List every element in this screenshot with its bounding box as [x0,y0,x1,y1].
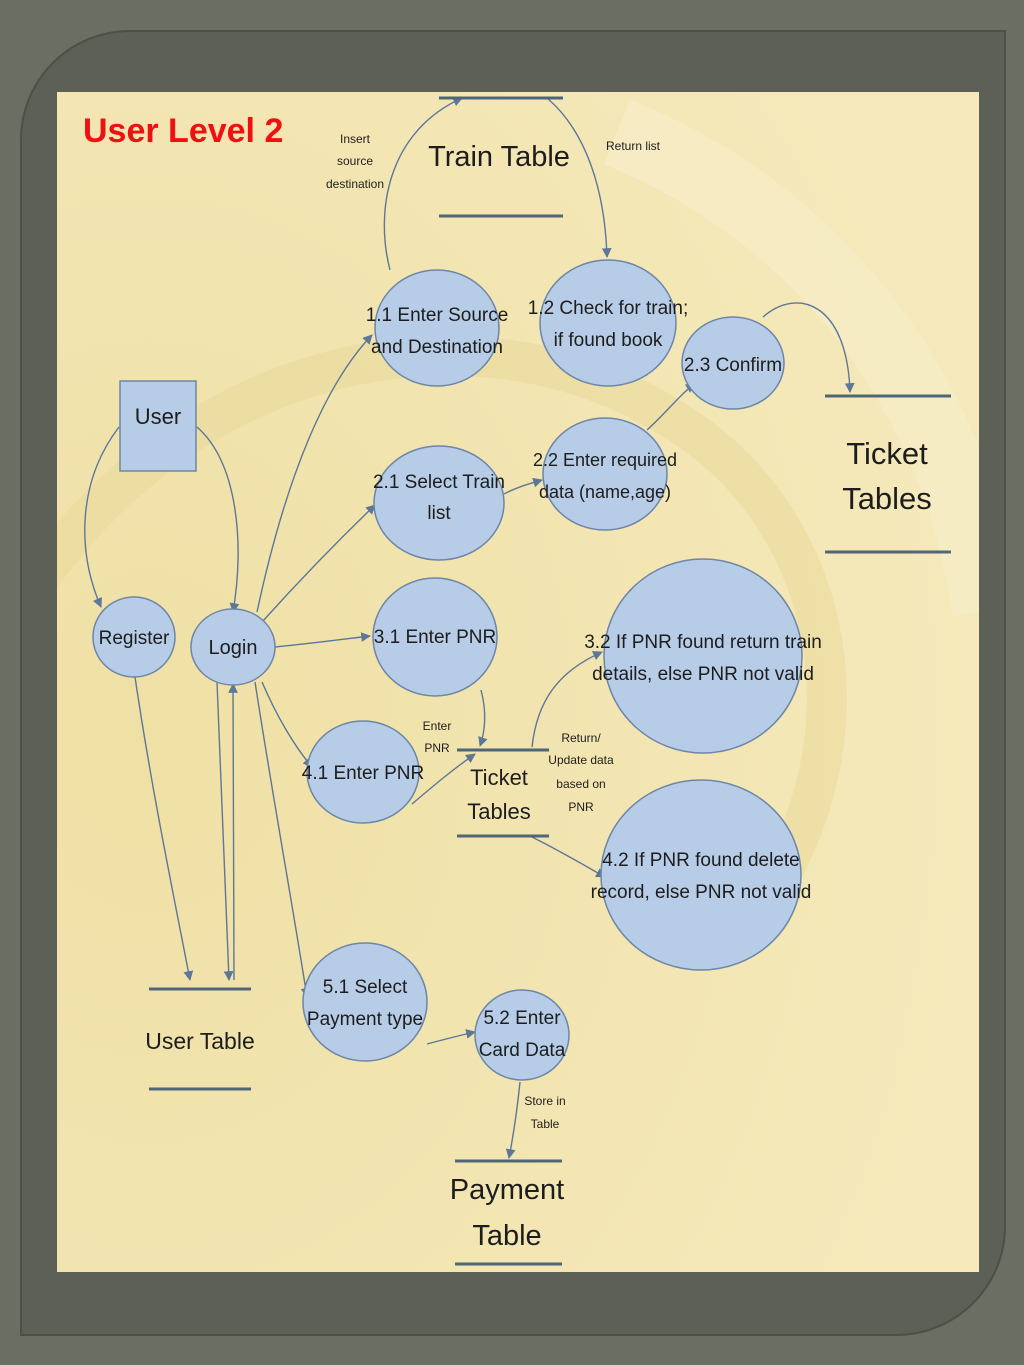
svg-text:Return list: Return list [606,139,661,153]
entity-user-label: User [135,404,181,429]
store-ticket-right-line1: Ticket [846,436,928,471]
svg-text:PNR: PNR [424,741,450,755]
process-4-2[interactable]: 4.2 If PNR found delete record, else PNR… [591,779,812,971]
store-ticket-tables-center[interactable]: Ticket Tables [457,748,549,838]
background-swirl-2 [603,99,979,617]
process-2-1[interactable]: 2.1 Select Train list [373,445,505,561]
flow-register-usertable [134,676,194,981]
store-ticket-right-line2: Tables [842,481,932,516]
flow-insert [383,97,463,271]
store-train-label: Train Table [428,141,570,173]
process-register-label: Register [99,628,170,649]
store-train-table[interactable]: Train Table [428,96,570,218]
process-5-1-line2: Payment type [307,1009,423,1030]
process-4-1[interactable]: 4.1 Enter PNR [302,720,425,824]
flow-arrows [84,97,855,1159]
process-5-2-line2: Card Data [479,1040,566,1061]
process-2-1-line2: list [427,503,451,524]
svg-text:source: source [337,154,373,168]
svg-text:Update data: Update data [548,753,614,767]
flow-23-ticket [762,302,855,393]
flow-user-login [196,426,240,613]
flow-51-52 [426,1029,476,1045]
flow-21-22 [503,477,543,495]
data-flow-diagram: Train Table Ticket Tables Ticket Tables … [57,92,979,1272]
flow-label-store-in: Store in Table [524,1094,565,1131]
flow-52-payment [505,1081,521,1159]
process-1-2[interactable]: 1.2 Check for train; if found book [528,259,689,387]
process-3-1[interactable]: 3.1 Enter PNR [372,577,498,697]
process-4-2-line1: 4.2 If PNR found delete [602,850,800,871]
svg-text:PNR: PNR [568,800,594,814]
process-register[interactable]: Register [92,596,176,678]
process-2-3-label: 2.3 Confirm [684,355,782,376]
flow-ticket-32 [531,651,603,748]
svg-text:Table: Table [531,1117,560,1131]
process-2-2-line2: data (name,age) [539,482,671,502]
flow-return-list [546,97,612,258]
store-payment-line2: Table [472,1220,541,1252]
process-3-2-line1: 3.2 If PNR found return train [584,632,822,653]
process-2-1-line1: 2.1 Select Train [373,472,505,493]
process-5-1-line1: 5.1 Select [323,977,408,998]
store-payment-table[interactable]: Payment Table [450,1159,564,1266]
store-ticket-center-line1: Ticket [470,765,528,790]
flow-login-41 [261,681,313,768]
process-1-1-line2: and Destination [371,337,503,358]
flow-label-return-update: Return/ Update data based on PNR [548,731,614,814]
flow-41-ticket [411,753,476,805]
slide-title: User Level 2 [83,112,284,150]
process-login[interactable]: Login [190,608,276,686]
flow-login-usertable [216,681,234,981]
process-1-1-line1: 1.1 Enter Source [366,305,509,326]
flow-user-register [84,426,120,608]
process-3-2[interactable]: 3.2 If PNR found return train details, e… [584,558,822,754]
flow-label-enter-pnr: Enter PNR [423,719,452,755]
flow-label-return-list: Return list [606,139,661,153]
flow-31-ticket [478,689,488,747]
process-5-2[interactable]: 5.2 Enter Card Data [474,989,570,1081]
process-2-2-line1: 2.2 Enter required [533,450,677,470]
process-3-1-label: 3.1 Enter PNR [374,627,497,648]
store-ticket-tables-right[interactable]: Ticket Tables [825,394,951,554]
diagram-slide: Train Table Ticket Tables Ticket Tables … [57,92,979,1272]
svg-text:Return/: Return/ [561,731,601,745]
flow-login-51 [254,681,311,998]
process-2-3[interactable]: 2.3 Confirm [681,316,785,410]
flow-login-31 [274,632,371,648]
entity-user[interactable]: User [119,380,197,472]
process-1-2-line1: 1.2 Check for train; [528,298,689,319]
process-4-2-line2: record, else PNR not valid [591,882,812,903]
store-payment-line1: Payment [450,1174,564,1206]
process-3-2-line2: details, else PNR not valid [592,664,814,685]
process-login-label: Login [209,637,258,659]
svg-text:Enter: Enter [423,719,452,733]
store-user-label: User Table [145,1028,255,1054]
flow-usertable-login [228,683,238,981]
process-2-2[interactable]: 2.2 Enter required data (name,age) [533,417,677,531]
flow-login-11 [256,334,373,613]
flow-label-insert: Insert source destination [326,132,384,191]
svg-text:Store in: Store in [524,1094,565,1108]
svg-text:destination: destination [326,177,384,191]
flow-login-21 [261,504,376,623]
svg-text:based on: based on [556,777,605,791]
svg-text:Insert: Insert [340,132,371,146]
flow-ticket-42 [531,836,606,878]
process-5-2-line1: 5.2 Enter [483,1008,561,1029]
store-ticket-center-line2: Tables [467,799,531,824]
process-5-1[interactable]: 5.1 Select Payment type [302,942,428,1062]
store-user-table[interactable]: User Table [145,987,255,1091]
process-4-1-label: 4.1 Enter PNR [302,763,425,784]
process-1-2-line2: if found book [554,330,663,351]
process-1-1[interactable]: 1.1 Enter Source and Destination [366,269,509,387]
